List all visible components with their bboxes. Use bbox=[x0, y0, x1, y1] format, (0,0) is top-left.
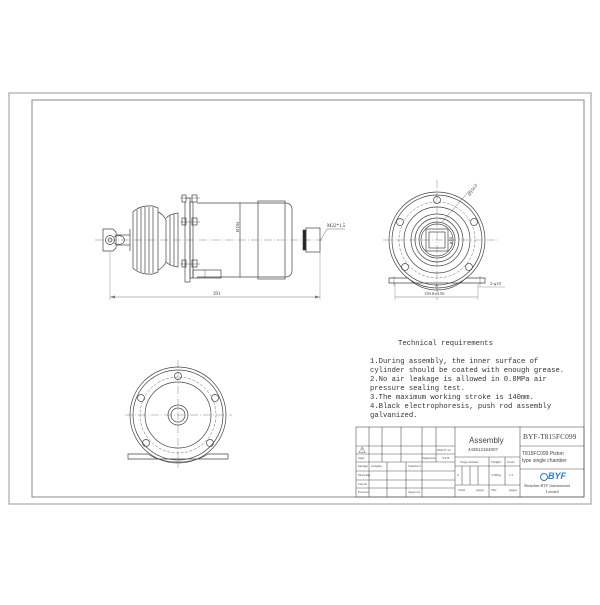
dim-thread: M22*1.5 bbox=[327, 224, 346, 229]
label-check: Check bbox=[358, 482, 367, 486]
logo-text: BYF bbox=[548, 471, 566, 481]
company-name-line-2: Limited bbox=[546, 489, 559, 494]
assembly-title: Assembly bbox=[469, 436, 504, 445]
side-view bbox=[95, 194, 345, 300]
assembly-code: 443612164007 bbox=[468, 447, 499, 452]
drawing-number: BYF-T815FC099 bbox=[523, 432, 577, 441]
dim-diameter: Ø104 bbox=[235, 221, 240, 232]
label-pages-1: pages bbox=[476, 488, 484, 492]
dim-square: ø18 bbox=[448, 237, 453, 245]
label-signature: Signature bbox=[422, 456, 436, 460]
label-pages-2: pages bbox=[509, 488, 517, 492]
label-process: Process bbox=[358, 490, 369, 494]
requirement-line: pressure sealing test. bbox=[370, 385, 465, 393]
label-design: Design bbox=[358, 464, 368, 468]
label-stage-marker: Stage marker bbox=[460, 460, 479, 464]
dim-overall-length: 391 bbox=[213, 292, 221, 297]
dim-flange-diameter: Ø150.0 bbox=[467, 182, 479, 196]
label-the: The bbox=[491, 488, 497, 492]
end-view-rear bbox=[125, 360, 232, 468]
company-name-line-1: Shenzhen BYF International bbox=[524, 483, 570, 488]
description-line-2: type single chamber bbox=[522, 458, 567, 464]
requirement-line: 2.No air leakage is allowed in 0.8MPa ai… bbox=[370, 376, 547, 384]
label-scale: Scale bbox=[507, 460, 515, 464]
date-cell: 2020.07.14 bbox=[437, 448, 451, 452]
technical-requirements: Technical requirements 1.During assembly… bbox=[370, 340, 600, 421]
warning-icon: ⚠ bbox=[358, 445, 367, 455]
company-logo-icon: BYF bbox=[540, 471, 566, 481]
outer-border bbox=[8, 92, 592, 505]
requirement-line: 1.During assembly, the inner surface of bbox=[370, 358, 539, 366]
gear-logo-icon bbox=[540, 472, 548, 481]
label-total: Total bbox=[458, 488, 466, 492]
label-approve: Approve bbox=[408, 490, 421, 494]
signature-value: YYX bbox=[442, 456, 450, 460]
label-sign: Sign bbox=[358, 456, 365, 460]
requirement-line: cylinder should be coated with enough gr… bbox=[370, 367, 565, 375]
end-view-front bbox=[383, 180, 505, 300]
description-line-1: T815FC099 Piston bbox=[522, 451, 564, 457]
title-block-grid bbox=[355, 426, 585, 498]
scale-value: 1:1 bbox=[509, 473, 514, 477]
weight-value: 3.38kg bbox=[491, 473, 501, 477]
label-standard: Standard bbox=[408, 464, 421, 468]
dim-holes: 2-φ10 bbox=[490, 281, 502, 286]
requirement-line: 4.Black electrophoresis, push rod assemb… bbox=[370, 403, 552, 411]
stage-value: S bbox=[457, 473, 459, 477]
technical-requirements-title: Technical requirements bbox=[398, 340, 493, 348]
requirement-line: 3.The maximum working stroke is 140mm. bbox=[370, 394, 534, 402]
dim-center-mark: A bbox=[435, 283, 438, 288]
requirement-line: galvanized. bbox=[370, 412, 418, 420]
label-weights: weights bbox=[371, 464, 382, 468]
label-drawing: Drawing bbox=[358, 473, 371, 477]
label-weight: Weight bbox=[491, 460, 502, 464]
inner-border bbox=[31, 99, 585, 498]
dim-mount-width: 139.0±0.50 bbox=[424, 291, 445, 296]
